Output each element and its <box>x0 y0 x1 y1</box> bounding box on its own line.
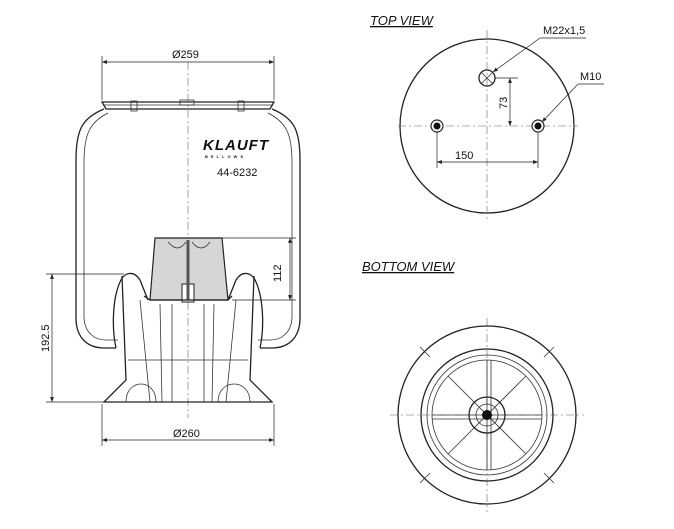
top-stud-left <box>130 100 138 112</box>
bump-stop-base <box>143 295 233 301</box>
bellow-right-inner <box>258 112 293 341</box>
brand-sub: BELLOWS <box>205 154 246 159</box>
piston-height-label: 112 <box>272 264 284 282</box>
height-label: 192.5 <box>40 324 52 352</box>
bottom-middle-ring <box>420 348 554 482</box>
dimension-piston-height: 112 <box>222 237 296 301</box>
thread-leader <box>492 37 541 73</box>
dimension-height: 192.5 <box>40 273 124 403</box>
dimension-offset: 73 <box>495 77 518 126</box>
bellow-roll-right <box>227 272 264 349</box>
bottom-diameter-label: Ø260 <box>173 428 200 440</box>
top-view-title: TOP VIEW <box>370 13 435 28</box>
bottom-hub-outer <box>468 396 506 434</box>
top-view: TOP VIEW M22x1,5 M10 73 <box>370 13 604 222</box>
dimension-top-diameter: Ø259 <box>101 49 275 100</box>
bottom-hub-inner <box>475 403 499 427</box>
bellow-left-outer <box>75 108 116 349</box>
bellow-roll-left <box>112 272 149 349</box>
bump-stop-detail <box>167 241 211 249</box>
piston-ribs <box>159 303 215 403</box>
bottom-view-title: BOTTOM VIEW <box>362 259 456 274</box>
bottom-outer-ring <box>397 325 577 505</box>
bottom-hub-center <box>482 410 492 420</box>
top-plate <box>100 101 276 110</box>
bottom-inner-ring-a <box>426 354 548 476</box>
bottom-corner-ticks <box>419 346 555 484</box>
side-view: KLAUFT BELLOWS 44-6232 Ø259 Ø260 192.5 <box>40 49 301 446</box>
stud-label: M10 <box>580 71 601 83</box>
top-diameter-label: Ø259 <box>172 49 199 61</box>
bellow-right-outer <box>260 108 301 349</box>
offset-label: 73 <box>498 97 510 109</box>
stud-leader <box>541 83 579 123</box>
top-port <box>179 99 195 106</box>
dimension-stud-spacing: 150 <box>436 132 539 168</box>
stud-left <box>430 119 444 133</box>
bellow-left-inner <box>83 112 118 341</box>
part-number: 44-6232 <box>217 167 257 179</box>
bottom-view: BOTTOM VIEW <box>362 259 584 512</box>
brand-logo: KLAUFT <box>203 137 270 154</box>
thread-label: M22x1,5 <box>543 25 585 37</box>
piston-pocket-left <box>125 383 157 403</box>
dimension-bottom-diameter: Ø260 <box>101 404 275 446</box>
piston-body <box>102 275 274 403</box>
stud-spacing-label: 150 <box>455 150 473 162</box>
piston-pocket-right <box>217 383 251 403</box>
top-stud-right <box>237 100 245 112</box>
